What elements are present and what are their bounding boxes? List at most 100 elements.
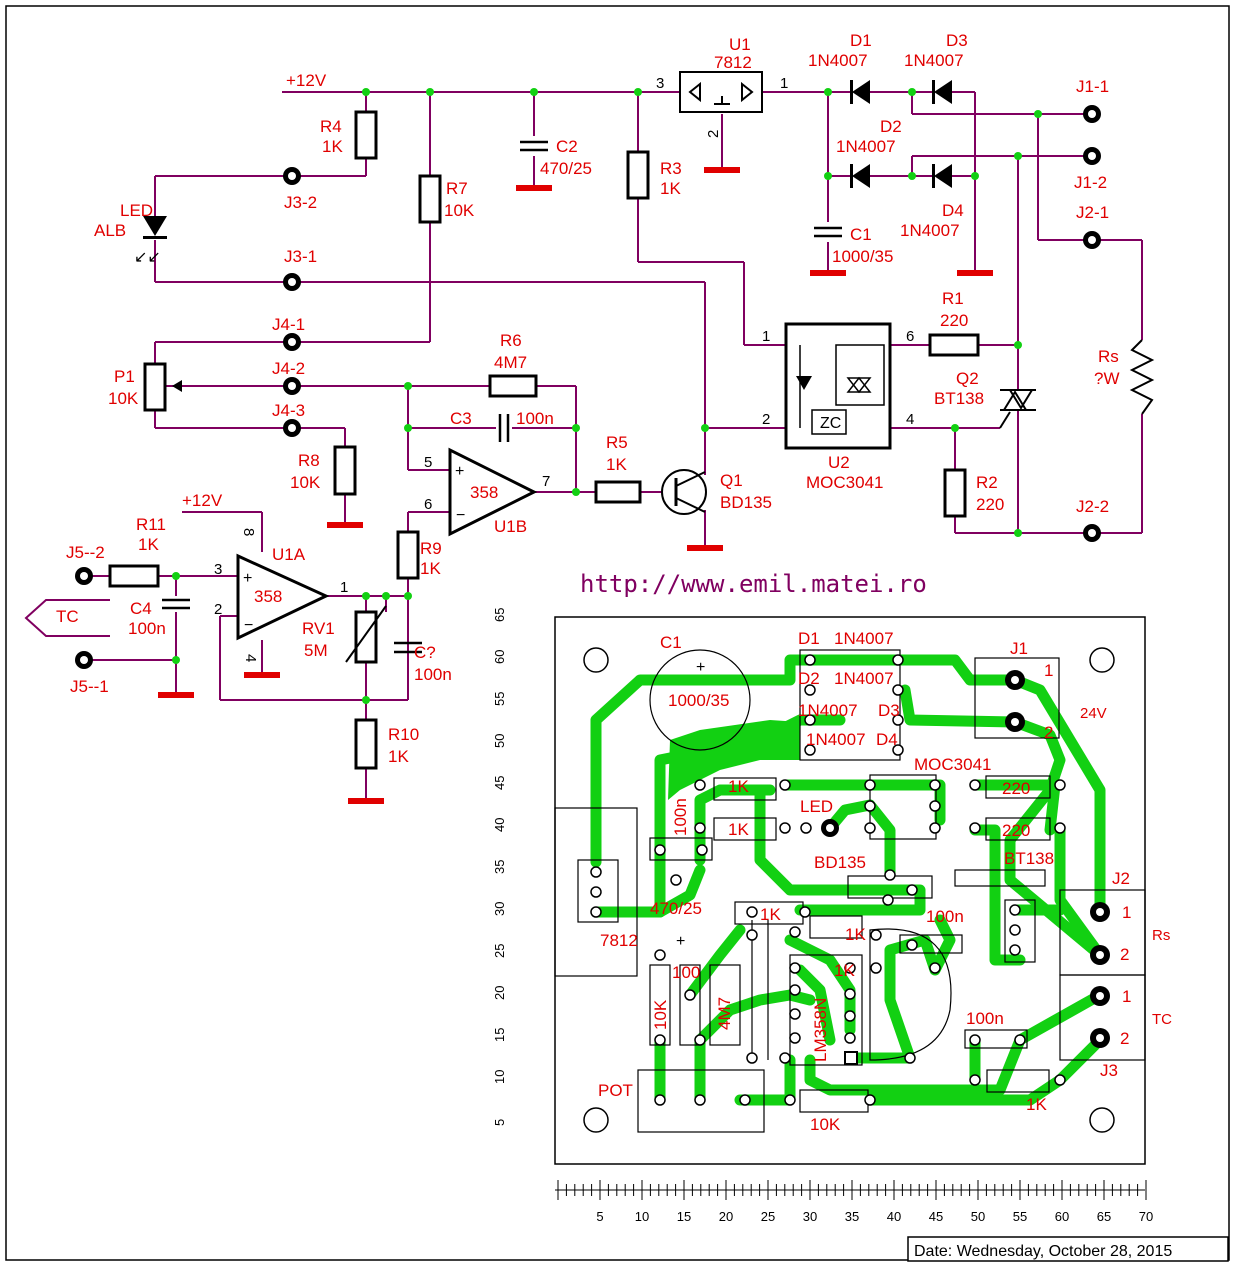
r11-value: 1K bbox=[138, 535, 159, 554]
r8-value: 10K bbox=[290, 473, 321, 492]
svg-text:2: 2 bbox=[214, 601, 222, 618]
rs-zigzag bbox=[1129, 339, 1155, 415]
svg-text:7812: 7812 bbox=[600, 931, 638, 950]
u1-pin-arrow-out bbox=[741, 81, 754, 103]
date-box bbox=[907, 1236, 1229, 1262]
tc-probe-label: TC bbox=[56, 607, 79, 626]
r6-value: 4M7 bbox=[494, 353, 527, 372]
supply-top-label: +12V bbox=[286, 71, 327, 90]
svg-text:TC: TC bbox=[1152, 1011, 1172, 1028]
svg-text:−: − bbox=[456, 507, 465, 524]
p1-ref: P1 bbox=[114, 367, 135, 386]
u2-zc-label: ZC bbox=[820, 415, 841, 432]
r1-value: 220 bbox=[940, 311, 968, 330]
svg-text:1K: 1K bbox=[834, 961, 855, 980]
svg-text:100n: 100n bbox=[926, 907, 964, 926]
svg-text:1: 1 bbox=[340, 579, 348, 596]
q2-triac-symbol bbox=[999, 389, 1036, 429]
x-tick-label: 10 bbox=[635, 1209, 649, 1224]
x-tick-label: 45 bbox=[929, 1209, 943, 1224]
svg-text:4: 4 bbox=[242, 654, 259, 662]
x-tick-label: 5 bbox=[596, 1209, 603, 1224]
svg-text:24V: 24V bbox=[1080, 705, 1107, 722]
rs-value: ?W bbox=[1094, 369, 1120, 388]
u1-regulator-body bbox=[679, 71, 763, 113]
r9-ref: R9 bbox=[420, 539, 442, 558]
schematic-resistors bbox=[108, 110, 980, 770]
j4-2-label: J4-2 bbox=[272, 359, 305, 378]
r5-symbol bbox=[594, 480, 642, 504]
svg-text:BD135: BD135 bbox=[814, 853, 866, 872]
j5-1-label: J5--1 bbox=[70, 677, 109, 696]
q1-value: BD135 bbox=[720, 493, 772, 512]
svg-text:100: 100 bbox=[672, 963, 700, 982]
svg-text:J1: J1 bbox=[1010, 639, 1028, 658]
y-tick-label: 25 bbox=[492, 944, 507, 958]
led-ref: LED bbox=[120, 201, 153, 220]
svg-text:470/25: 470/25 bbox=[650, 899, 702, 918]
d1-ref: D1 bbox=[850, 31, 872, 50]
u1a-ref: U1A bbox=[272, 545, 306, 564]
c4-ref: C4 bbox=[130, 599, 152, 618]
x-tick-label: 55 bbox=[1013, 1209, 1027, 1224]
svg-text:1N4007: 1N4007 bbox=[806, 730, 866, 749]
p1-value: 10K bbox=[108, 389, 139, 408]
j1-1-label: J1-1 bbox=[1076, 77, 1109, 96]
r3-value: 1K bbox=[660, 179, 681, 198]
schematic-connectors[interactable] bbox=[75, 105, 1101, 669]
svg-text:+: + bbox=[676, 933, 685, 950]
r10-ref: R10 bbox=[388, 725, 419, 744]
svg-text:1K: 1K bbox=[760, 905, 781, 924]
y-tick-label: 65 bbox=[492, 608, 507, 622]
x-tick-label: 35 bbox=[845, 1209, 859, 1224]
svg-text:POT: POT bbox=[598, 1081, 633, 1100]
d1-value: 1N4007 bbox=[808, 51, 868, 70]
j4-3-label: J4-3 bbox=[272, 401, 305, 420]
rv1-value: 5M bbox=[304, 641, 328, 660]
svg-text:D1: D1 bbox=[798, 629, 820, 648]
supply-ua-label: +12V bbox=[182, 491, 223, 510]
j1-2-label: J1-2 bbox=[1074, 173, 1107, 192]
svg-text:1K: 1K bbox=[728, 820, 749, 839]
y-tick-label: 45 bbox=[492, 776, 507, 790]
y-tick-label: 60 bbox=[492, 650, 507, 664]
u1b-ref: U1B bbox=[494, 517, 527, 536]
r1-symbol bbox=[928, 333, 980, 357]
rv1-ref: RV1 bbox=[302, 619, 335, 638]
svg-text:+: + bbox=[455, 463, 464, 480]
svg-text:3: 3 bbox=[214, 561, 222, 578]
x-tick-label: 15 bbox=[677, 1209, 691, 1224]
c1-ref: C1 bbox=[850, 225, 872, 244]
u1b-opamp bbox=[448, 447, 538, 537]
j3-2-label: J3-2 bbox=[284, 193, 317, 212]
svg-text:6: 6 bbox=[906, 328, 914, 345]
svg-text:100n: 100n bbox=[671, 798, 690, 836]
svg-text:6: 6 bbox=[424, 496, 432, 513]
x-tick-label: 65 bbox=[1097, 1209, 1111, 1224]
svg-text:1: 1 bbox=[1122, 903, 1131, 922]
r7-symbol bbox=[418, 174, 442, 224]
u2-value: MOC3041 bbox=[806, 473, 883, 492]
r6-ref: R6 bbox=[500, 331, 522, 350]
u1-value: 7812 bbox=[714, 53, 752, 72]
j5-2-label: J5--2 bbox=[66, 543, 105, 562]
svg-text:−: − bbox=[244, 617, 253, 634]
svg-text:2: 2 bbox=[762, 411, 770, 428]
svg-text:J3: J3 bbox=[1100, 1061, 1118, 1080]
r5-value: 1K bbox=[606, 455, 627, 474]
y-tick-label: 35 bbox=[492, 860, 507, 874]
rv1-symbol bbox=[354, 610, 378, 664]
j2-1-label: J2-1 bbox=[1076, 203, 1109, 222]
x-tick-label: 20 bbox=[719, 1209, 733, 1224]
page-frame bbox=[5, 5, 1230, 1261]
website-url[interactable]: http://www.emil.matei.ro bbox=[580, 570, 927, 598]
u1a-value: 358 bbox=[254, 587, 282, 606]
y-tick-label: 5 bbox=[492, 1119, 507, 1126]
r2-ref: R2 bbox=[976, 473, 998, 492]
svg-text:J2: J2 bbox=[1112, 869, 1130, 888]
j4-1-label: J4-1 bbox=[272, 315, 305, 334]
y-tick-label: 10 bbox=[492, 1070, 507, 1084]
svg-text:BT138: BT138 bbox=[1004, 849, 1054, 868]
pcb-terminal-pads bbox=[821, 670, 1110, 1048]
